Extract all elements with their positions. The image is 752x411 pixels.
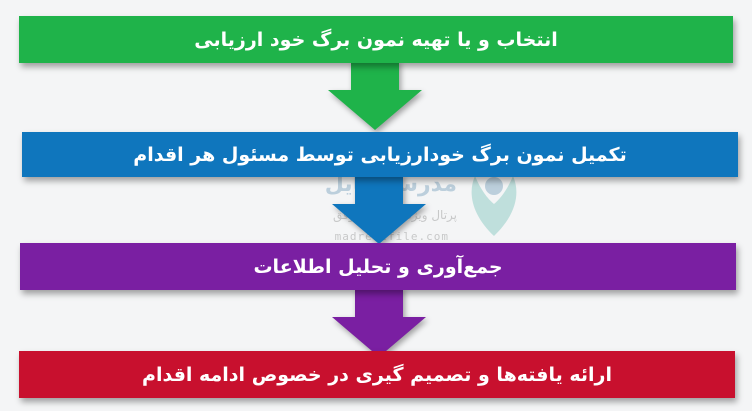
flow-arrow-1-shape (328, 60, 422, 130)
flow-step-2-label: تکمیل نمون برگ خودارزیابی توسط مسئول هر … (133, 143, 627, 166)
flow-step-1-label: انتخاب و یا تهیه نمون برگ خود ارزیابی (194, 28, 558, 51)
flow-arrow-3-shape (332, 287, 426, 357)
flow-step-3-label: جمع‌آوری و تحلیل اطلاعات (253, 255, 503, 278)
watermark-url: madresefile.com (334, 230, 449, 243)
flow-step-4-label: ارائه یافته‌ها و تصمیم گیری در خصوص ادام… (142, 363, 612, 386)
flow-arrow-3 (332, 287, 426, 357)
flow-step-3: جمع‌آوری و تحلیل اطلاعات (20, 243, 736, 290)
flow-step-1: انتخاب و یا تهیه نمون برگ خود ارزیابی (19, 16, 733, 63)
flow-arrow-2 (332, 174, 426, 244)
flow-step-4: ارائه یافته‌ها و تصمیم گیری در خصوص ادام… (19, 351, 735, 398)
flow-arrow-2-shape (332, 174, 426, 244)
flow-step-2: تکمیل نمون برگ خودارزیابی توسط مسئول هر … (22, 132, 738, 177)
flow-arrow-1 (328, 60, 422, 130)
